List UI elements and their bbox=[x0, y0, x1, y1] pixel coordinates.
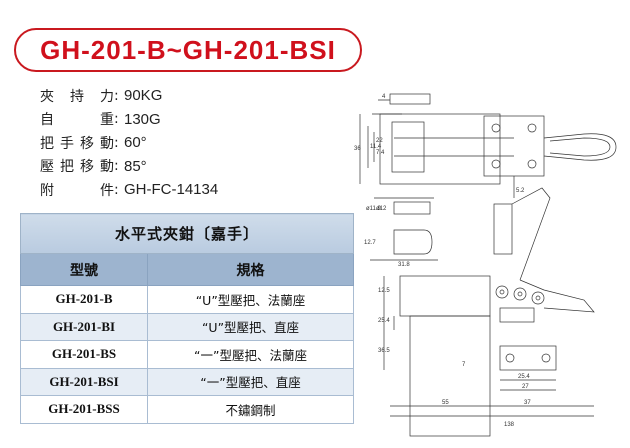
table-row: GH-201-BSI “一”型壓把、直座 bbox=[20, 367, 354, 396]
spec-cell: “U”型壓把、直座 bbox=[147, 312, 354, 341]
spec-label-char: 動 bbox=[100, 159, 114, 176]
spec-cell: “一”型壓把、法蘭座 bbox=[147, 340, 354, 369]
spec-colon: : bbox=[114, 111, 119, 128]
column-header-spec: 規格 bbox=[147, 253, 354, 286]
spec-label-char: 重 bbox=[100, 112, 114, 129]
spec-row-weight: 自重 : 130G bbox=[40, 108, 218, 132]
dim-label: 138 bbox=[504, 422, 515, 428]
technical-drawing: 4 22 11.4 7.4 36 5.2 ø11.9 ø12 bbox=[354, 93, 617, 437]
spec-label-char: 件 bbox=[100, 182, 114, 199]
spec-label-char: 把 bbox=[40, 135, 54, 152]
dim-label: ø11.9 bbox=[366, 206, 382, 212]
table-row: GH-201-B “U”型壓把、法蘭座 bbox=[20, 285, 354, 314]
spec-cell: 不鏽鋼制 bbox=[147, 395, 354, 424]
model-table-wrapper: 水平式夾鉗〔嘉手〕 型號 規格 GH-201-B “U”型壓把、法蘭座 GH-2… bbox=[20, 213, 354, 424]
spec-label-char: 壓 bbox=[40, 159, 54, 176]
spec-colon: : bbox=[114, 181, 119, 198]
spec-label-text: 夾持力 bbox=[40, 86, 114, 106]
table-row: GH-201-BI “U”型壓把、直座 bbox=[20, 312, 354, 341]
spec-label: 附件 bbox=[40, 180, 114, 200]
spec-list: 夾持力 : 90KG 自重 : 130G 把手移動 : 60° 壓把移動 : 8… bbox=[40, 84, 218, 202]
spec-label-char: 力 bbox=[100, 88, 114, 105]
dim-label: 27 bbox=[522, 384, 529, 390]
page-title: GH-201-B~GH-201-BSI bbox=[40, 34, 336, 65]
spec-label: 夾持力 bbox=[40, 86, 114, 106]
spec-label-char: 動 bbox=[100, 135, 114, 152]
spec-label-char: 把 bbox=[60, 159, 74, 176]
spec-label-text: 自重 bbox=[40, 109, 114, 129]
model-cell: GH-201-BSS bbox=[20, 395, 148, 424]
model-table: 水平式夾鉗〔嘉手〕 型號 規格 GH-201-B “U”型壓把、法蘭座 GH-2… bbox=[20, 213, 354, 424]
spec-row-clamp-force: 夾持力 : 90KG bbox=[40, 84, 218, 108]
dim-label: 4 bbox=[382, 94, 386, 100]
title-badge: GH-201-B~GH-201-BSI bbox=[14, 28, 362, 72]
model-cell: GH-201-BSI bbox=[20, 367, 148, 396]
spec-row-arm-travel: 壓把移動 : 85° bbox=[40, 155, 218, 179]
dim-label: 37 bbox=[524, 400, 531, 406]
spec-colon: : bbox=[114, 134, 119, 151]
spec-label-char: 夾 bbox=[40, 88, 54, 105]
spec-label: 壓把移動 bbox=[40, 156, 114, 176]
spec-cell: “U”型壓把、法蘭座 bbox=[147, 285, 354, 314]
spec-label-text: 把手移動 bbox=[40, 133, 114, 153]
dim-label: ø12 bbox=[376, 206, 387, 212]
dim-label: 25.4 bbox=[378, 318, 390, 324]
spec-label-char: 持 bbox=[70, 88, 84, 105]
table-row: GH-201-BS “一”型壓把、法蘭座 bbox=[20, 340, 354, 369]
dim-label: 55 bbox=[442, 400, 449, 406]
dim-label: 5.2 bbox=[516, 188, 525, 194]
model-cell: GH-201-B bbox=[20, 285, 148, 314]
spec-value: 60° bbox=[124, 134, 147, 152]
spec-value: 85° bbox=[124, 157, 147, 175]
top-view-dimensions: 4 22 11.4 7.4 36 5.2 bbox=[354, 94, 525, 194]
dim-label: 36 bbox=[354, 146, 361, 152]
table-row: GH-201-BSS 不鏽鋼制 bbox=[20, 395, 354, 424]
top-view bbox=[359, 93, 617, 198]
side-view bbox=[370, 187, 595, 437]
spec-row-handle-travel: 把手移動 : 60° bbox=[40, 131, 218, 155]
spec-label-char: 手 bbox=[60, 135, 74, 152]
dim-label: 22 bbox=[376, 138, 383, 144]
spec-value: GH-FC-14134 bbox=[124, 181, 219, 199]
spec-value: 90KG bbox=[124, 87, 163, 105]
dim-label: 7.4 bbox=[376, 150, 385, 156]
side-view-dimensions: ø11.9 ø12 12.7 31.8 12.5 25.4 36.5 7 25.… bbox=[364, 206, 531, 428]
dim-label: 36.5 bbox=[378, 348, 390, 354]
spec-label: 自重 bbox=[40, 109, 114, 129]
table-caption: 水平式夾鉗〔嘉手〕 bbox=[20, 213, 354, 254]
column-header-model: 型號 bbox=[20, 253, 148, 286]
spec-label-char: 附 bbox=[40, 182, 54, 199]
model-cell: GH-201-BS bbox=[20, 340, 148, 369]
spec-label-char: 自 bbox=[40, 112, 54, 129]
spec-label-text: 附件 bbox=[40, 180, 114, 200]
dim-label: 11.4 bbox=[370, 144, 382, 150]
spec-label-text: 壓把移動 bbox=[40, 156, 114, 176]
spec-label-char: 移 bbox=[80, 159, 94, 176]
spec-cell: “一”型壓把、直座 bbox=[147, 367, 354, 396]
dim-label: 7 bbox=[462, 362, 466, 368]
spec-colon: : bbox=[114, 158, 119, 175]
dim-label: 12.7 bbox=[364, 240, 376, 246]
dim-label: 25.4 bbox=[518, 374, 530, 380]
dim-label: 31.8 bbox=[398, 262, 410, 268]
spec-value: 130G bbox=[124, 110, 161, 128]
model-cell: GH-201-BI bbox=[20, 312, 148, 341]
spec-colon: : bbox=[114, 87, 119, 104]
spec-label: 把手移動 bbox=[40, 133, 114, 153]
spec-label-char: 移 bbox=[80, 135, 94, 152]
dim-label: 12.5 bbox=[378, 288, 390, 294]
spec-row-accessory: 附件 : GH-FC-14134 bbox=[40, 178, 218, 202]
